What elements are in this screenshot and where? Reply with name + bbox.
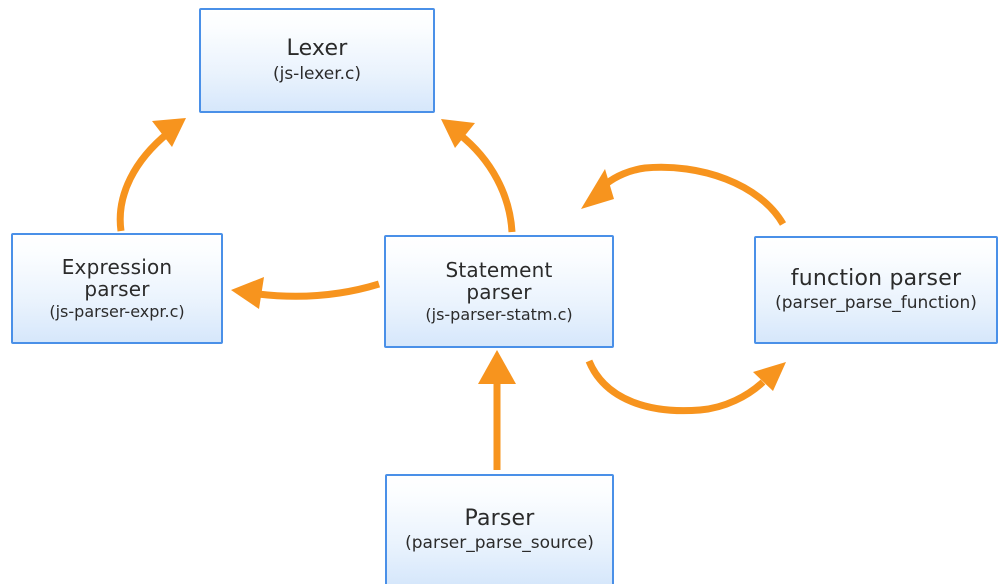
node-parser[interactable]: Parser (parser_parse_source) (385, 474, 614, 584)
node-statement-parser-subtitle: (js-parser-statm.c) (425, 305, 573, 325)
node-function-parser[interactable]: function parser (parser_parse_function) (754, 236, 998, 344)
edge-statement-parser-to-function-parser (585, 359, 786, 415)
edge-parser-to-statement-parser (478, 350, 516, 470)
node-statement-parser[interactable]: Statement parser (js-parser-statm.c) (384, 235, 614, 348)
edge-function-parser-to-statement-parser (581, 163, 787, 226)
edge-statement-parser-to-lexer (441, 119, 516, 233)
node-function-parser-subtitle: (parser_parse_function) (775, 293, 977, 314)
node-parser-title: Parser (464, 505, 535, 531)
node-expression-parser[interactable]: Expression parser (js-parser-expr.c) (11, 233, 223, 344)
node-expression-parser-subtitle: (js-parser-expr.c) (49, 302, 185, 322)
node-function-parser-title: function parser (790, 265, 962, 291)
node-lexer[interactable]: Lexer (js-lexer.c) (199, 8, 435, 113)
edge-statement-parser-to-expression-parser (231, 277, 381, 309)
edge-expression-parser-to-lexer (116, 118, 186, 232)
node-parser-subtitle: (parser_parse_source) (405, 533, 594, 554)
node-lexer-subtitle: (js-lexer.c) (272, 63, 362, 84)
node-statement-parser-title: Statement parser (445, 257, 553, 305)
node-expression-parser-title: Expression parser (61, 254, 173, 302)
node-lexer-title: Lexer (286, 36, 348, 62)
